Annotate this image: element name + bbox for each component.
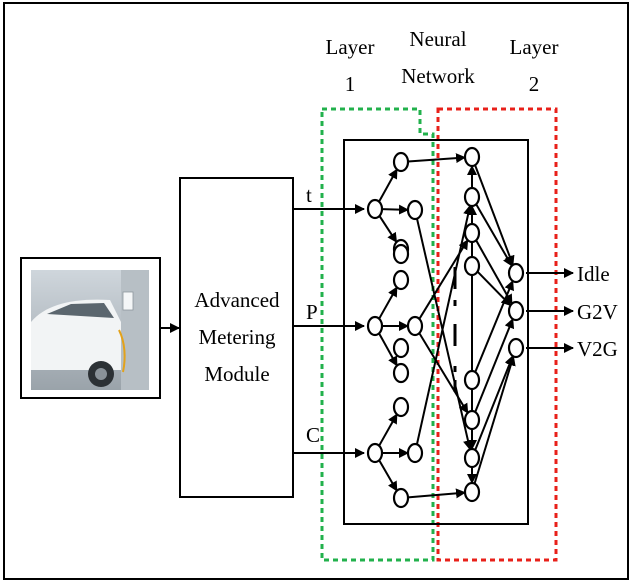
neuron-e2: [392, 243, 410, 265]
connection-m1-o1: [474, 164, 515, 266]
layer1-label-line2: 1: [345, 72, 356, 96]
connection-t-a1: [378, 168, 398, 203]
module-label-line3: Module: [204, 362, 269, 386]
outer-frame: [3, 2, 629, 580]
connection-c3-m8: [407, 488, 467, 499]
neuron-a1: [392, 151, 410, 173]
neuron-b3: [392, 362, 410, 384]
connection-b2-m3: [418, 239, 469, 320]
connection-p-b3: [378, 332, 398, 367]
connection-m2-o1: [475, 203, 513, 267]
connection-c-c1: [378, 413, 398, 447]
neuron-e1: [392, 337, 410, 359]
input-t-label: t: [306, 183, 312, 207]
connection-t-a3: [378, 215, 398, 243]
neuron-m6: [463, 409, 481, 431]
input-p-label: P: [306, 300, 318, 324]
nn-label-line1: Neural: [409, 27, 466, 51]
neuron-o3: [507, 337, 525, 359]
layer1-region: [320, 107, 435, 562]
neuron-m1: [463, 146, 481, 168]
neuron-m2: [463, 186, 481, 208]
neuron-t: [366, 198, 384, 220]
neuron-o2: [507, 300, 525, 322]
neuron-c1: [392, 396, 410, 418]
layer1-label-line1: Layer: [326, 35, 375, 59]
network-connections: [378, 153, 516, 499]
connection-p-b1: [378, 286, 398, 320]
neuron-b2: [406, 315, 424, 337]
neuron-p: [366, 315, 384, 337]
connection-m5-o1: [474, 280, 514, 373]
neuron-m4: [463, 255, 481, 277]
connection-b2-m6: [418, 332, 469, 414]
connection-m6-o2: [474, 318, 515, 413]
connection-a2-m7: [416, 218, 473, 451]
neuron-a2: [406, 199, 424, 221]
connection-m8-o3: [473, 355, 516, 484]
connection-m7-o3: [474, 355, 515, 451]
neuron-o1: [507, 262, 525, 284]
neuron-c3: [392, 487, 410, 509]
neuron-c2: [406, 442, 424, 464]
layer2-label-line1: Layer: [510, 35, 559, 59]
module-label-line2: Metering: [199, 325, 276, 349]
neuron-m5: [463, 369, 481, 391]
layer2-label-line2: 2: [529, 72, 540, 96]
neuron-m7: [463, 447, 481, 469]
layer2-region: [436, 107, 558, 562]
connection-a1-m1: [407, 153, 467, 164]
network-neurons: [366, 146, 525, 509]
module-label-line1: Advanced: [194, 288, 280, 312]
output-idle-label: Idle: [577, 262, 610, 286]
neuron-m8: [463, 481, 481, 503]
input-c-label: C: [306, 423, 320, 447]
neuron-c: [366, 442, 384, 464]
neural-network-box: [343, 139, 529, 525]
metering-module-box: [179, 177, 294, 498]
neuron-b1: [392, 269, 410, 291]
connection-c-c3: [378, 459, 398, 492]
connection-t-a2: [381, 204, 410, 215]
ev-photo: [20, 257, 161, 399]
output-g2v-label: G2V: [577, 300, 618, 324]
connection-c2-m2: [415, 204, 473, 445]
output-v2g-label: V2G: [577, 337, 618, 361]
neuron-m3: [463, 222, 481, 244]
connection-m3-o2: [475, 239, 513, 305]
nn-label-line2: Network: [401, 64, 475, 88]
